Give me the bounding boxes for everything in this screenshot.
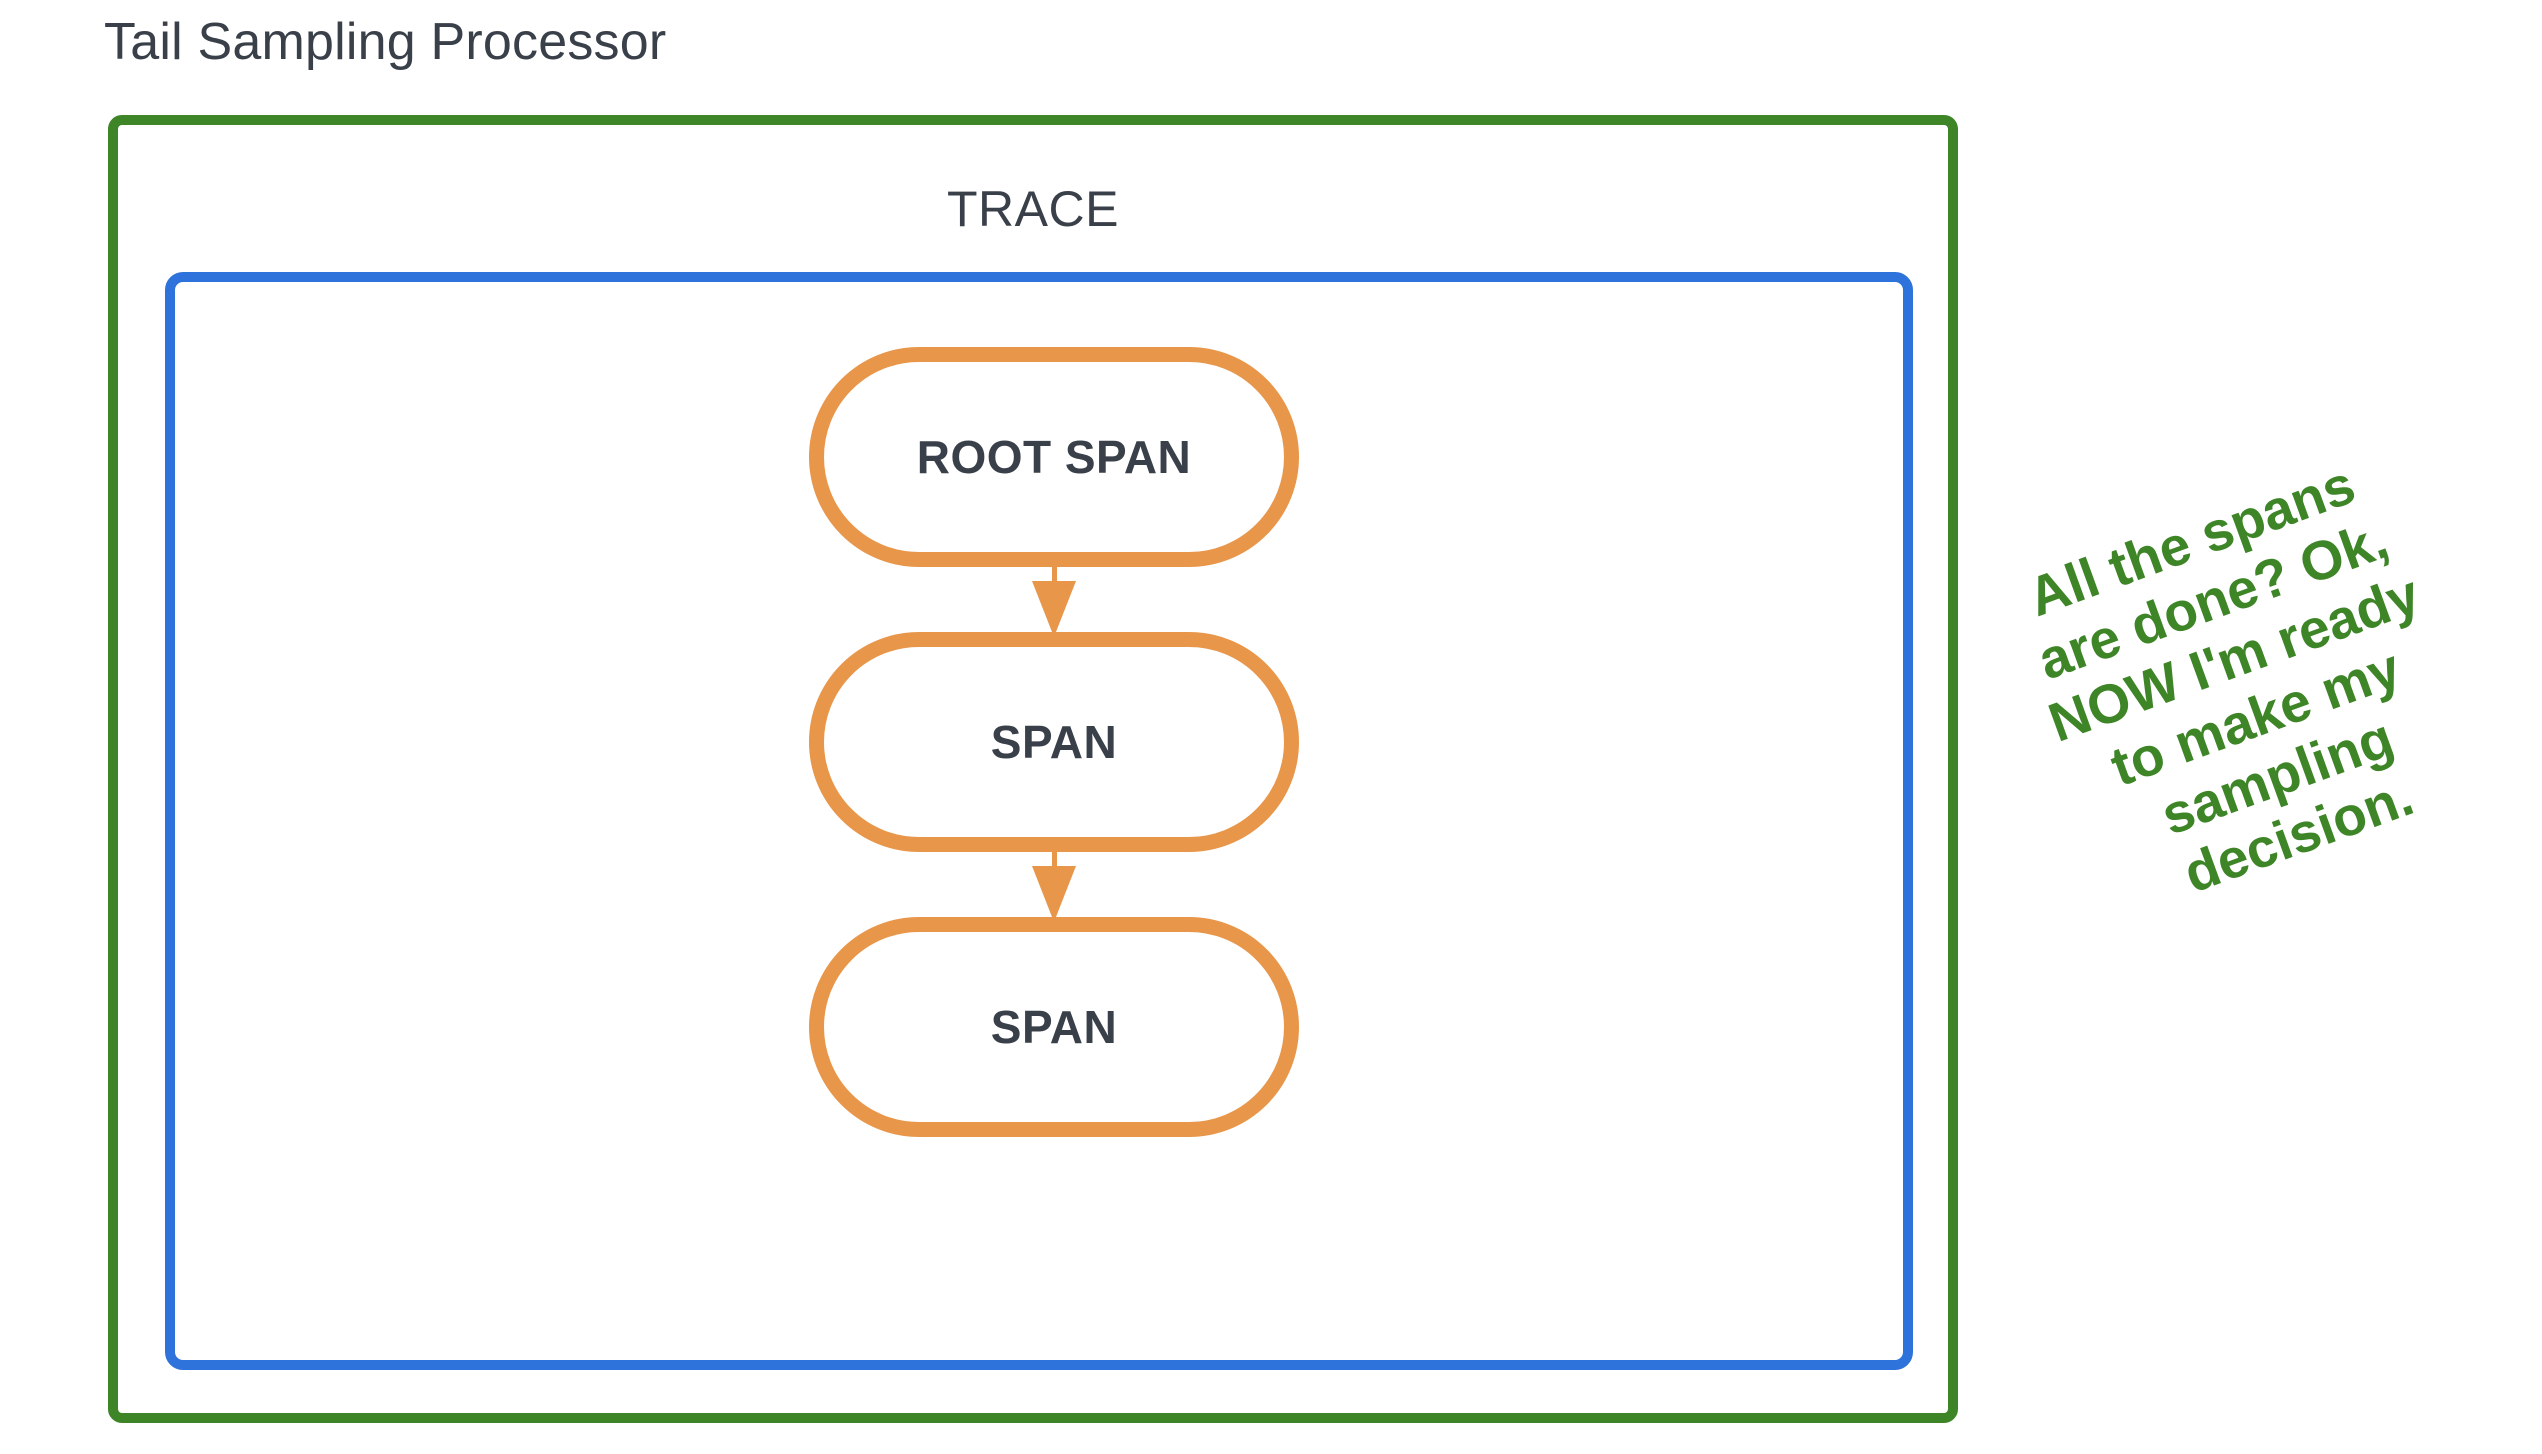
arrow-head-down-icon	[1032, 866, 1076, 922]
arrow-stem	[1052, 852, 1057, 872]
arrow-head-down-icon	[1032, 581, 1076, 637]
root-span-label: ROOT SPAN	[916, 431, 1192, 483]
trace-label: TRACE	[947, 181, 1119, 237]
span-stack: ROOT SPAN SPAN SPAN	[175, 282, 1903, 1360]
span-node-1: SPAN	[809, 632, 1299, 852]
trace-container: ROOT SPAN SPAN SPAN	[165, 272, 1913, 1370]
arrow-span-1-to-span-2	[1032, 852, 1076, 922]
tail-sampling-processor-container: TRACE ROOT SPAN SPAN SPAN	[108, 115, 1958, 1423]
arrow-stem	[1052, 567, 1057, 587]
page-title: Tail Sampling Processor	[104, 13, 667, 71]
span-label-2: SPAN	[990, 1001, 1118, 1053]
root-span-node: ROOT SPAN	[809, 347, 1299, 567]
span-node-2: SPAN	[809, 917, 1299, 1137]
arrow-root-to-span-1	[1032, 567, 1076, 637]
span-label-1: SPAN	[990, 716, 1118, 768]
sampling-decision-annotation: All the spans are done? Ok, NOW I'm read…	[2019, 452, 2428, 905]
